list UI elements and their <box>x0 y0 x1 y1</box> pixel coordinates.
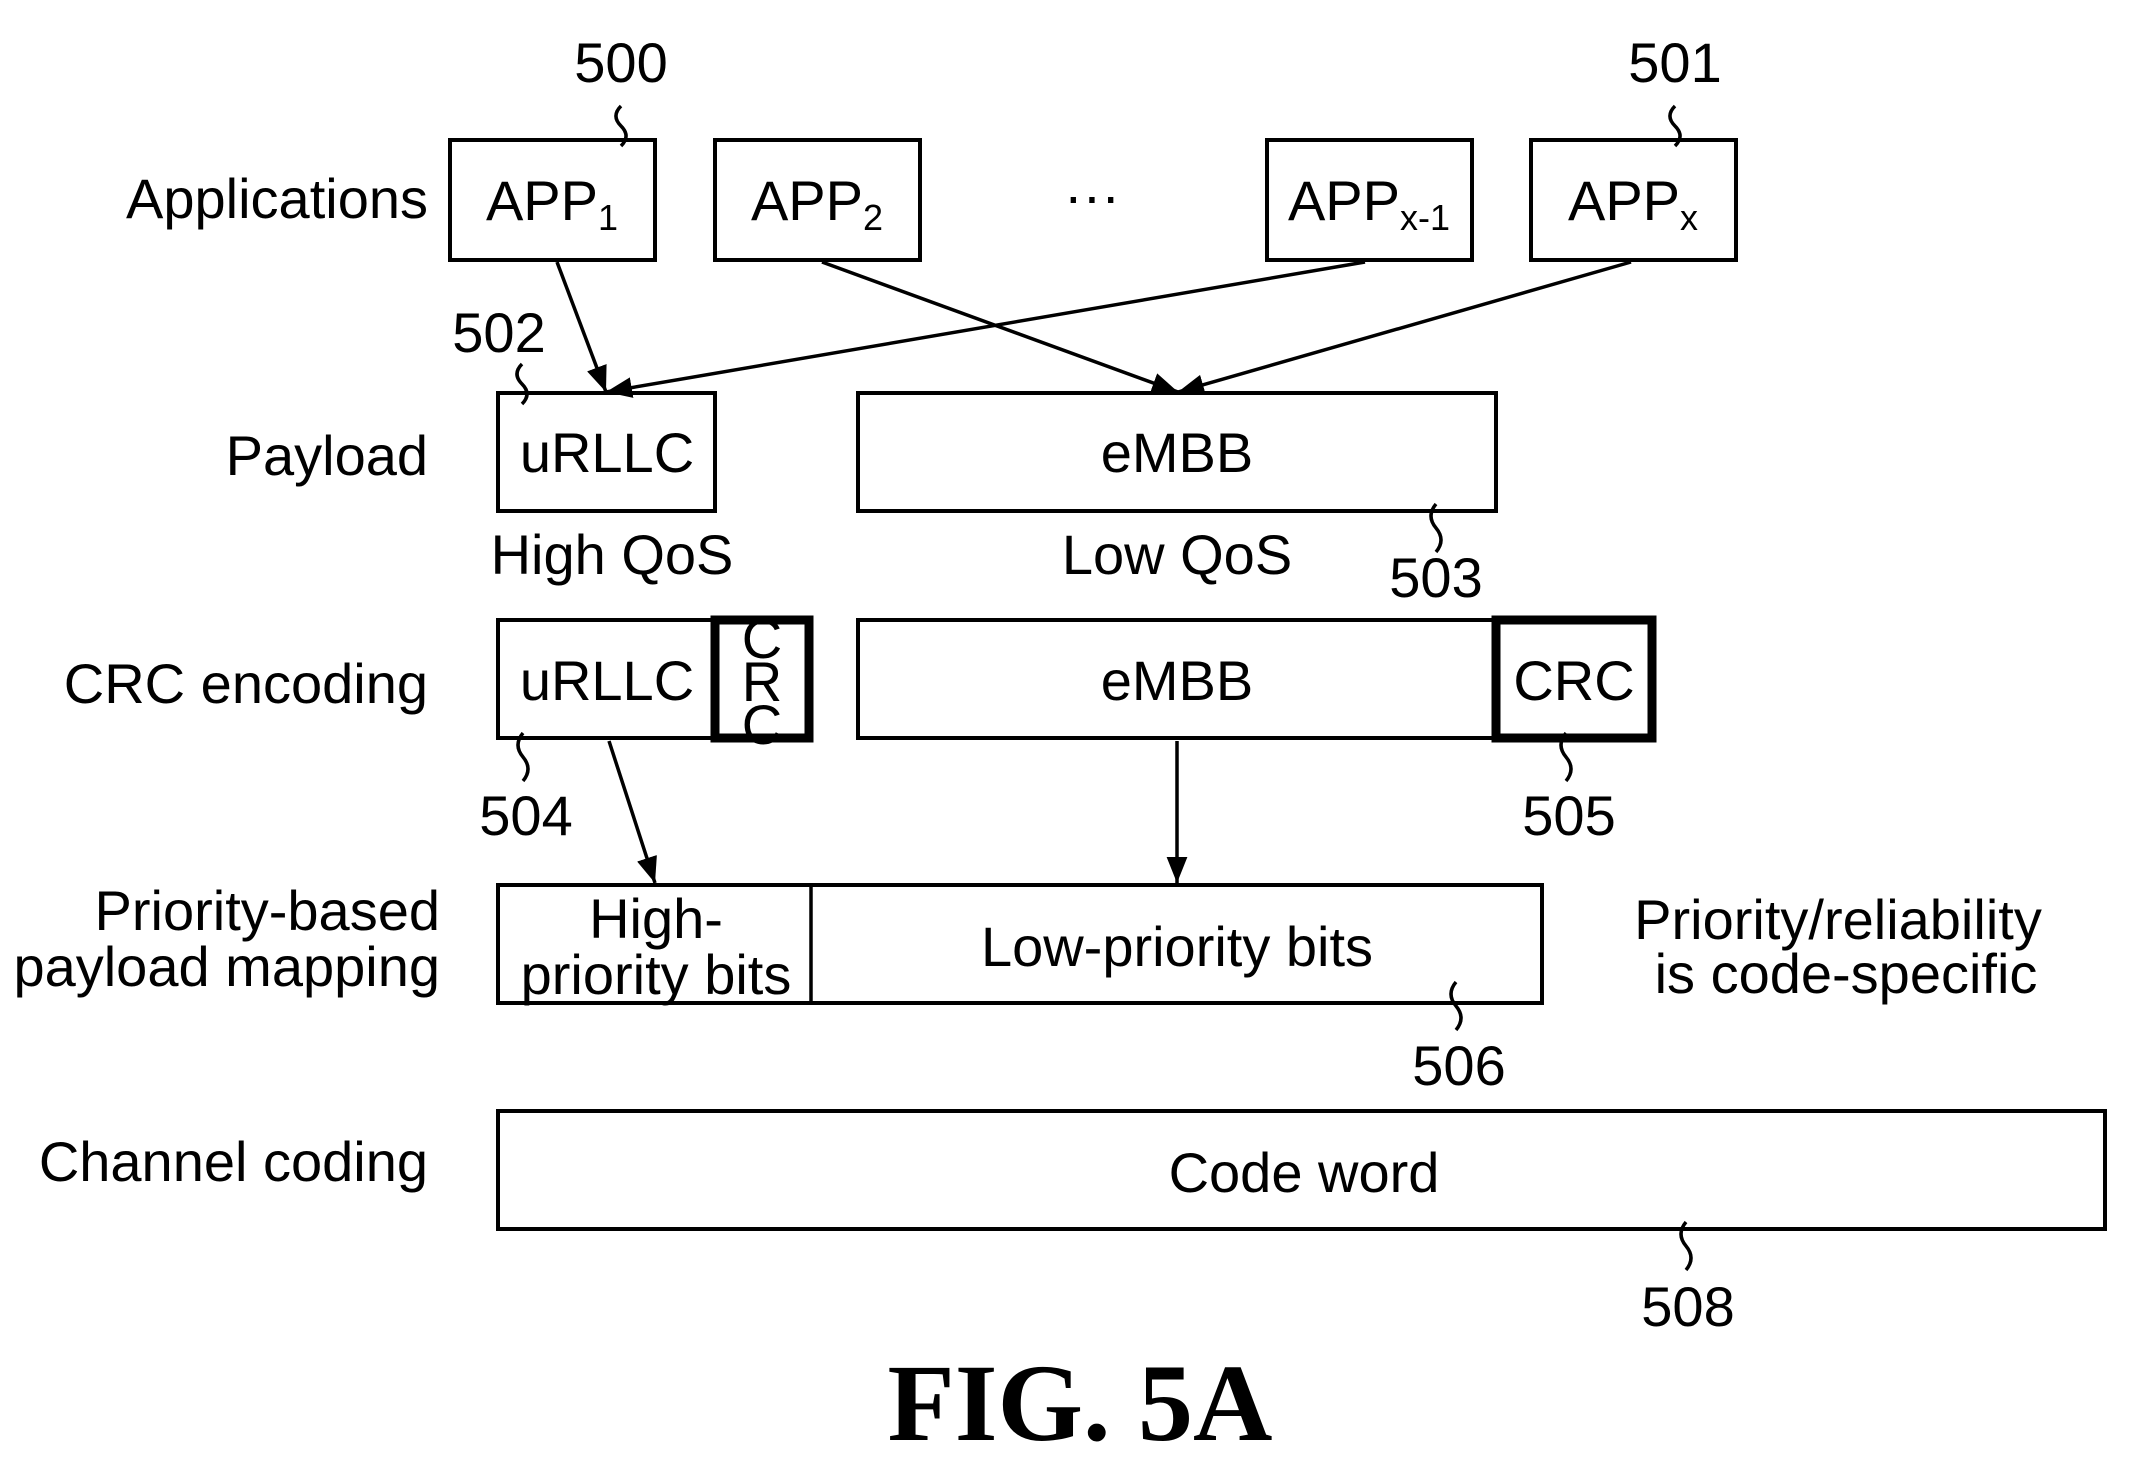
figure-title: FIG. 5A <box>888 1342 1273 1464</box>
codeword-label: Code word <box>1169 1141 1440 1204</box>
svg-text:APPx: APPx <box>1568 169 1698 238</box>
leader-506 <box>1449 980 1463 1032</box>
row-label-channel-coding: Channel coding <box>39 1130 428 1193</box>
leader-504 <box>516 731 530 783</box>
crc-urllc-box: uRLLC <box>496 618 717 740</box>
crc-vertical-c2: C <box>742 693 782 756</box>
arrow-app2-to-embb <box>821 260 1179 394</box>
svg-text:APPx-1: APPx-1 <box>1288 169 1450 238</box>
payload-urllc-label: uRLLC <box>520 421 694 484</box>
arrow-app1-to-urllc <box>555 261 608 393</box>
high-priority-line1: High- <box>589 887 723 950</box>
payload-urllc-box: uRLLC <box>496 391 717 513</box>
row-label-mapping-line1: Priority-based <box>95 879 440 942</box>
arrow-appx-to-embb <box>1177 260 1632 395</box>
ref-502: 502 <box>452 301 545 364</box>
ref-505: 505 <box>1522 784 1615 847</box>
app-2-main: APP <box>751 169 863 232</box>
ref-508: 508 <box>1641 1275 1734 1338</box>
crc-embb-crc-label: CRC <box>1513 649 1634 712</box>
crc-urllc-label: uRLLC <box>520 649 694 712</box>
crc-embb-label: eMBB <box>1101 649 1254 712</box>
app-1-sub: 1 <box>598 197 618 238</box>
high-qos-label: High QoS <box>491 523 734 586</box>
app-x-1-main: APP <box>1288 169 1400 232</box>
ref-500: 500 <box>574 31 667 94</box>
arrow-appx-1-to-urllc <box>605 260 1366 398</box>
payload-embb-box: eMBB <box>856 391 1498 513</box>
apps-ellipsis: ··· <box>1064 164 1120 227</box>
svg-text:APP1: APP1 <box>486 169 618 238</box>
codeword-bar: Code word <box>496 1109 2107 1231</box>
payload-embb-label: eMBB <box>1101 421 1254 484</box>
app-box-2: APP2 <box>713 138 922 262</box>
ref-504: 504 <box>479 784 572 847</box>
low-qos-label: Low QoS <box>1062 523 1292 586</box>
app-x-main: APP <box>1568 169 1680 232</box>
app-x-1-sub: x-1 <box>1400 197 1450 238</box>
leader-500 <box>614 104 628 148</box>
ref-506: 506 <box>1412 1034 1505 1097</box>
arrow-urllc-to-high-priority <box>607 740 657 884</box>
mapping-bar: High- priority bits Low-priority bits <box>496 883 1544 1006</box>
note-line1: Priority/reliability <box>1634 888 2042 951</box>
ref-503: 503 <box>1389 546 1482 609</box>
row-label-mapping-line2: payload mapping <box>13 935 440 998</box>
ref-501: 501 <box>1628 31 1721 94</box>
app-2-sub: 2 <box>863 197 883 238</box>
high-priority-line2: priority bits <box>521 943 792 1006</box>
leader-503 <box>1429 502 1443 554</box>
app-box-1: APP1 <box>448 138 657 262</box>
app-1-main: APP <box>486 169 598 232</box>
leader-502 <box>515 362 529 406</box>
leader-501 <box>1668 104 1682 148</box>
note-line2: is code-specific <box>1655 942 2038 1005</box>
app-box-x-1: APPx-1 <box>1265 138 1474 262</box>
row-label-crc-encoding: CRC encoding <box>64 652 428 715</box>
crc-urllc-crc-box: C R C <box>710 607 814 756</box>
app-x-sub: x <box>1680 197 1698 238</box>
leader-505 <box>1559 731 1573 783</box>
row-label-payload: Payload <box>226 424 428 487</box>
app-box-x: APPx <box>1529 138 1738 262</box>
leader-508 <box>1679 1220 1693 1272</box>
crc-vertical-c1: C <box>742 607 782 670</box>
crc-vertical-r: R <box>742 650 782 713</box>
low-priority-label: Low-priority bits <box>981 915 1373 978</box>
row-label-applications: Applications <box>126 167 428 230</box>
svg-text:APP2: APP2 <box>751 169 883 238</box>
crc-embb-crc-box: CRC <box>1491 615 1657 743</box>
crc-embb-box: eMBB <box>856 618 1498 740</box>
